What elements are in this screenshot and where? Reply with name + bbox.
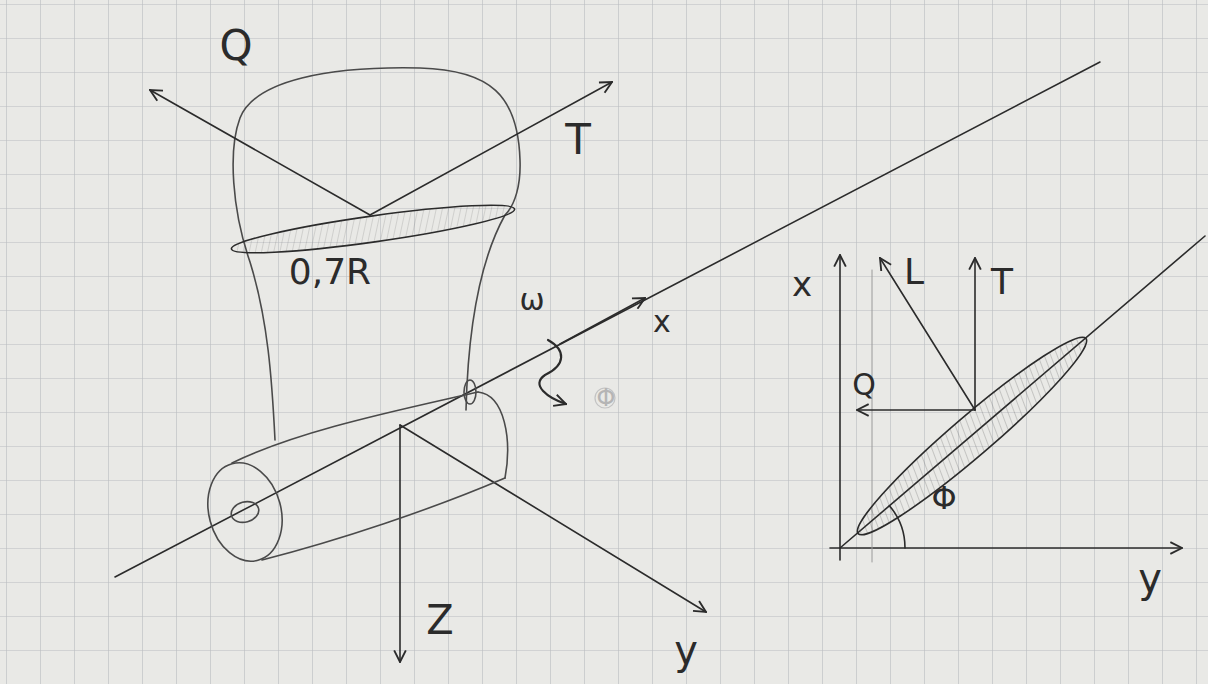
blade-section bbox=[230, 196, 517, 262]
hub-cylinder bbox=[197, 380, 507, 570]
thrust-arrow-small bbox=[974, 258, 976, 410]
lift-arrow bbox=[880, 258, 975, 410]
x-axis-arrow bbox=[560, 298, 645, 344]
axis-label: x bbox=[792, 267, 812, 301]
axis-label: Z bbox=[426, 600, 453, 640]
thrust-arrow bbox=[370, 82, 612, 215]
force-label: L bbox=[904, 254, 924, 290]
torque-arrow-small bbox=[857, 409, 975, 411]
angle-arc bbox=[889, 506, 905, 548]
radius-label: 0,7R bbox=[289, 254, 371, 290]
chord-line bbox=[840, 236, 1205, 548]
x-axis-small bbox=[839, 255, 841, 560]
y-axis bbox=[400, 425, 706, 612]
angle-label: Φ bbox=[597, 386, 616, 410]
rotation-label: ω bbox=[519, 285, 544, 315]
axis-label: y bbox=[1138, 558, 1162, 598]
angle-label: Φ bbox=[931, 482, 956, 514]
z-axis bbox=[399, 425, 401, 662]
force-label: T bbox=[991, 264, 1013, 300]
axis-label: y bbox=[674, 630, 698, 670]
force-label: Q bbox=[219, 25, 252, 67]
rotation-arrow bbox=[539, 340, 566, 404]
blade-outline bbox=[233, 68, 520, 440]
force-label: T bbox=[565, 119, 591, 161]
force-label: Q bbox=[852, 370, 876, 400]
airfoil-section bbox=[845, 323, 1099, 549]
torque-force-arrow bbox=[150, 90, 370, 215]
y-axis-small bbox=[830, 547, 1182, 549]
x-axis-line bbox=[115, 62, 1100, 577]
axis-label: x bbox=[653, 307, 671, 337]
